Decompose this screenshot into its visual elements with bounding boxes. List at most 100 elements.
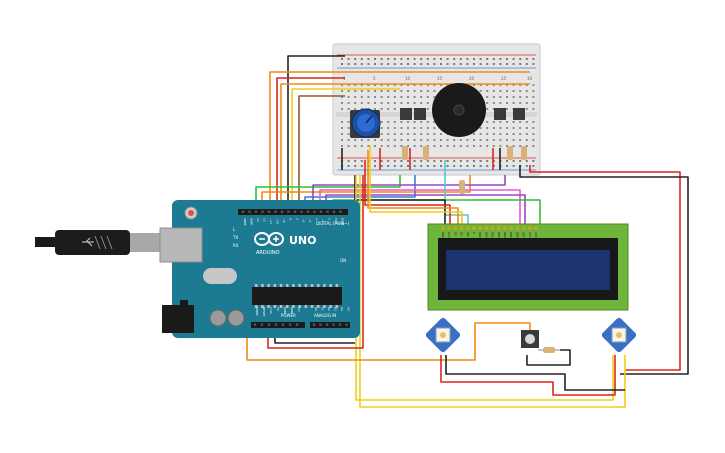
pushbutton-2[interactable] (414, 108, 426, 120)
analog-pin-socket[interactable] (345, 323, 348, 326)
bb-hole (466, 165, 469, 167)
lcd-pin[interactable] (528, 226, 532, 230)
lcd-pin[interactable] (515, 226, 520, 230)
digital-pin-socket[interactable] (241, 210, 245, 213)
button-resistor[interactable] (538, 347, 560, 353)
sensor-module-right[interactable] (601, 317, 638, 354)
pushbutton-4[interactable] (513, 108, 525, 120)
chip-pin (323, 284, 326, 287)
bb-hole (440, 58, 442, 60)
analog-pin-socket[interactable] (325, 323, 329, 326)
bb-hole (525, 63, 528, 65)
lcd-pin[interactable] (441, 226, 445, 230)
digital-pin-socket[interactable] (306, 210, 310, 213)
wire-orange-lcd[interactable] (367, 150, 459, 224)
piezo-buzzer[interactable] (432, 83, 486, 137)
wire-brown-rail[interactable] (298, 95, 345, 212)
analog-pin-socket[interactable] (332, 323, 335, 326)
lcd-pin[interactable] (503, 226, 507, 230)
resistor-2[interactable] (423, 146, 429, 160)
power-label: POWER (281, 313, 296, 318)
bb-hole (374, 139, 376, 141)
wire-orange-bottom[interactable] (246, 320, 531, 361)
lcd-pin[interactable] (472, 226, 476, 230)
digital-pin-socket[interactable] (313, 210, 316, 213)
analog-pin-socket[interactable] (338, 323, 342, 326)
lcd-pin[interactable] (447, 226, 452, 230)
lcd-pin[interactable] (509, 226, 513, 230)
digital-pin-socket[interactable] (254, 210, 258, 213)
wire-red-right[interactable] (529, 165, 681, 371)
lcd-pin[interactable] (534, 226, 538, 230)
tactile-button[interactable] (521, 330, 539, 348)
digital-pin-socket[interactable] (287, 210, 290, 213)
wire-black-right[interactable] (519, 165, 689, 375)
resistor-4[interactable] (521, 146, 527, 160)
potentiometer[interactable] (350, 108, 381, 138)
digital-pin-socket[interactable] (332, 210, 336, 213)
usb-cable[interactable] (35, 230, 160, 255)
bb-hole (426, 139, 429, 141)
lcd-pin[interactable] (521, 226, 526, 230)
wire-yellow-lcd[interactable] (369, 145, 463, 224)
power-pin-socket[interactable] (281, 323, 285, 326)
power-pin-socket[interactable] (288, 323, 292, 326)
digital-pin-socket[interactable] (300, 210, 303, 213)
wire-purple-1[interactable] (312, 175, 506, 212)
wire-red-rail[interactable] (276, 77, 345, 212)
digital-pin-socket[interactable] (293, 210, 297, 213)
lcd-pin-label: GND (441, 232, 445, 238)
lcd-pin[interactable] (453, 226, 458, 230)
power-pin-socket[interactable] (260, 323, 264, 326)
power-pin-socket[interactable] (267, 323, 271, 326)
wire-cyan-1[interactable] (444, 160, 469, 224)
lcd-pin[interactable] (484, 226, 489, 230)
digital-pin-socket[interactable] (319, 210, 323, 213)
bb-hole (347, 63, 350, 65)
digital-pin-socket[interactable] (326, 210, 329, 213)
tactile-button-cap[interactable] (525, 334, 535, 344)
wire-red-lcd-vcc[interactable] (364, 160, 451, 224)
digital-pin-socket[interactable] (274, 210, 277, 213)
sensor-module-left[interactable] (425, 317, 462, 354)
digital-pin-socket[interactable] (339, 210, 342, 213)
resistor-1[interactable] (402, 146, 408, 160)
digital-pin-socket[interactable] (261, 210, 264, 213)
analog-pin-socket[interactable] (319, 323, 322, 326)
wire-green-1[interactable] (255, 175, 401, 212)
power-pin-socket[interactable] (295, 323, 299, 326)
wire-black-gnd-rail[interactable] (287, 55, 345, 212)
analog-pin-socket[interactable] (312, 323, 316, 326)
chip-pin (323, 305, 326, 308)
wire-black-sensor-1[interactable] (445, 355, 625, 391)
pushbutton-1[interactable] (400, 108, 412, 120)
lcd-pin[interactable] (478, 226, 483, 230)
pushbutton-3[interactable] (494, 108, 506, 120)
bb-hole (347, 90, 350, 92)
power-pin-socket[interactable] (253, 323, 257, 326)
bb-hole (453, 139, 456, 141)
power-pin-socket[interactable] (274, 323, 278, 326)
wire-red-sensor-1[interactable] (440, 355, 616, 396)
digital-pin-socket[interactable] (280, 210, 284, 213)
wire-black-button[interactable] (526, 349, 571, 366)
resistor-3[interactable] (507, 146, 513, 160)
bb-hole (400, 63, 403, 65)
lcd-pin[interactable] (459, 226, 464, 230)
arduino-uno[interactable]: UNO ARDUINO TX RX L ON DIGITAL (PWM~) PO… (159, 200, 360, 338)
lcd-pin[interactable] (497, 226, 501, 230)
lcd-pin[interactable] (466, 226, 470, 230)
digital-pin-socket[interactable] (267, 210, 271, 213)
bb-hole (459, 160, 462, 162)
wire-orange-rail-2[interactable] (280, 83, 530, 212)
wire-yellow-rail[interactable] (291, 88, 400, 212)
lcd-pin[interactable] (490, 226, 495, 230)
wire-red-bottom[interactable] (267, 175, 364, 349)
digital-pin-socket[interactable] (248, 210, 251, 213)
resistor-5[interactable] (459, 180, 465, 194)
digital-pin-label: 8 (289, 218, 293, 220)
wire-orange-rail-1[interactable] (269, 71, 530, 212)
bb-hole (347, 139, 350, 141)
